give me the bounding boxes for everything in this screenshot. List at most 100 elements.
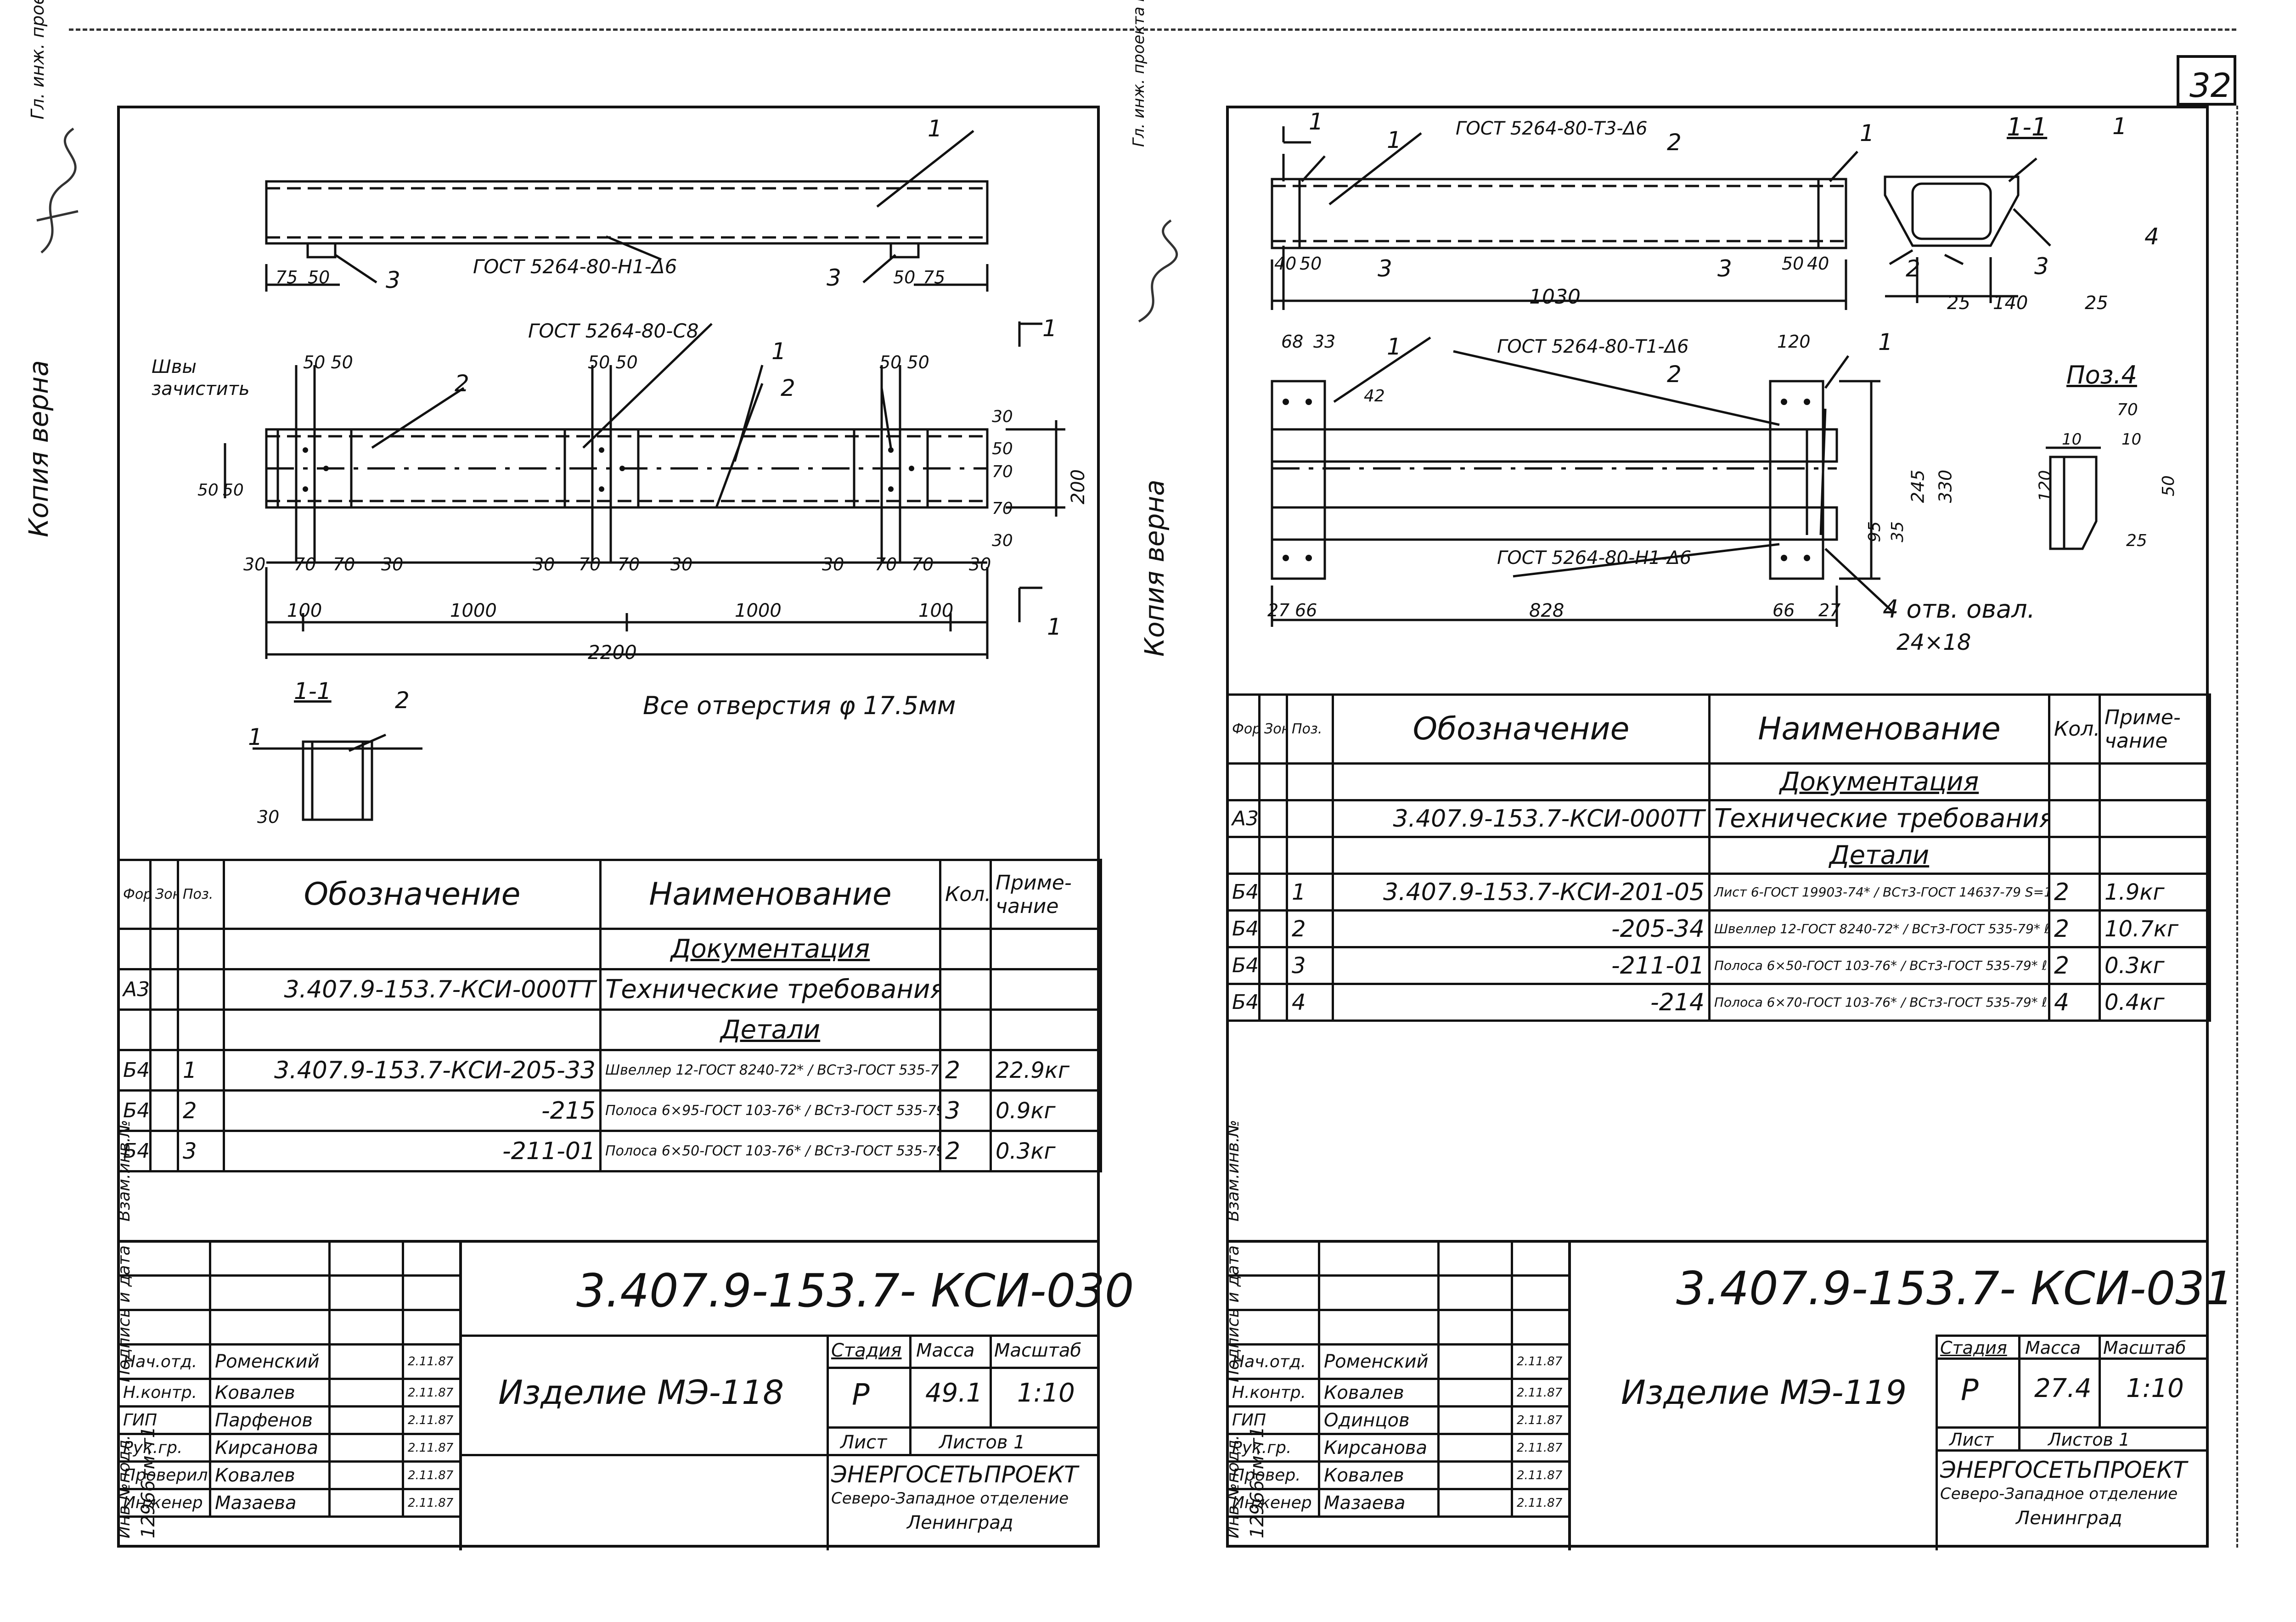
- left-dim-bottom-1: 70: [294, 554, 316, 574]
- page-number: 32: [2189, 66, 2232, 105]
- spec-section-parts: Детали: [1226, 836, 2211, 875]
- right-pos-mark-2: 2: [1667, 129, 1682, 156]
- person-name: Мазаева: [1318, 1488, 1440, 1518]
- table-row: ГИП Парфенов 2.11.87: [117, 1405, 461, 1435]
- table-row: Инженер Мазаева 2.11.87: [1226, 1488, 1570, 1518]
- left-pos-mark-8: 2: [395, 687, 410, 714]
- left-seams-label: Швы зачистить: [152, 356, 250, 400]
- row-name: Полоса 6×50-ГОСТ 103-76* / ВСт3-ГОСТ 535…: [1708, 946, 2050, 985]
- person-name: Мазаева: [209, 1488, 331, 1518]
- table-row: Провер. Ковалев 2.11.87: [1226, 1460, 1570, 1490]
- right-dim-plan-right-1: 330: [1935, 469, 1956, 503]
- row-name: Полоса 6×95-ГОСТ 103-76* / ВСт3-ГОСТ 535…: [599, 1089, 941, 1132]
- person-name: Ковалев: [1318, 1460, 1440, 1490]
- person-signature: [328, 1433, 404, 1463]
- table-row: Б4 3 -211-01 Полоса 6×50-ГОСТ 103-76* / …: [1226, 946, 2211, 985]
- right-mass-label: Масса: [2025, 1338, 2081, 1358]
- person-signature: [328, 1378, 404, 1408]
- left-dim-total: 2200: [588, 641, 637, 664]
- person-signature: [1437, 1343, 1513, 1380]
- right-dim-plan-top-1: 33: [1313, 332, 1336, 352]
- margin-signature-left: [36, 127, 79, 253]
- right-stage: Р: [1961, 1374, 1979, 1408]
- row-note: [990, 968, 1102, 1011]
- header-designation: Обозначение: [1332, 693, 1711, 765]
- margin-signature-right: [1138, 219, 1178, 323]
- left-pos-mark-2: 3: [386, 267, 400, 293]
- right-pos4-dim-0: 70: [2117, 400, 2138, 419]
- right-dim-section-0: 25: [1947, 293, 1970, 314]
- row-designation: 3.407.9-153.7-КСИ-000ТТ: [223, 968, 602, 1011]
- person-name: Ковалев: [1318, 1378, 1440, 1408]
- section-docs-label: Документация: [599, 928, 941, 970]
- right-mass: 27.4: [2034, 1374, 2092, 1403]
- right-stamp-title: Изделие МЭ-119: [1621, 1373, 1907, 1412]
- left-section-label: 1-1: [294, 678, 332, 704]
- row-format: Б4: [1226, 946, 1261, 985]
- row-qty: 3: [939, 1089, 992, 1132]
- row-pos: 1: [177, 1049, 225, 1092]
- person-role: Нач.отд.: [1226, 1343, 1320, 1380]
- left-dim-right-3: 70: [992, 499, 1013, 518]
- spec-header-row: Формат Зона Поз. Обозначение Наименовани…: [117, 859, 1102, 930]
- left-all-holes-note: Все отверстия φ 17.5мм: [643, 691, 956, 720]
- row-format: Б4: [1226, 909, 1261, 948]
- right-pos-mark-1: 1: [1387, 127, 1401, 153]
- table-row: Б4 1 3.407.9-153.7-КСИ-201-05 Лист 6-ГОС…: [1226, 873, 2211, 912]
- row-format: Б4: [1226, 983, 1261, 1022]
- right-stamp-code: 3.407.9-153.7- КСИ-031: [1676, 1262, 2234, 1315]
- table-row: Б4 2 -215 Полоса 6×95-ГОСТ 103-76* / ВСт…: [117, 1089, 1102, 1132]
- left-drawing: [224, 130, 1065, 821]
- left-sheet: [117, 106, 1100, 1548]
- row-qty: 2: [2048, 909, 2101, 948]
- header-format: Формат: [1226, 693, 1261, 765]
- row-designation: -214: [1332, 983, 1711, 1022]
- person-signature: [1437, 1405, 1513, 1435]
- right-dim-plan-right-2: 95: [1865, 521, 1884, 542]
- left-dim-right-0: 30: [992, 407, 1013, 426]
- left-dim-bottom-5: 70: [579, 554, 601, 574]
- section-parts-label: Детали: [1708, 836, 2050, 875]
- right-pos-mark-11: 2: [1667, 361, 1682, 388]
- row-format: А3: [1226, 799, 1261, 838]
- right-pos4-dim-3: 120: [2036, 470, 2055, 502]
- right-pos4-dim-2: 10: [2122, 430, 2142, 449]
- right-dim-plan-bottom-3: 66: [1773, 600, 1795, 620]
- row-designation: 3.407.9-153.7-КСИ-201-05: [1332, 873, 1711, 912]
- header-name: Наименование: [1708, 693, 2050, 765]
- right-drawing: [1271, 126, 2101, 627]
- right-section-label: 1-1: [2007, 113, 2048, 141]
- person-name: Роменский: [1318, 1343, 1440, 1380]
- person-role: Н.контр.: [1226, 1378, 1320, 1408]
- left-dim-left-1: 50: [223, 481, 244, 500]
- right-dim-plan-top-0: 68: [1281, 332, 1304, 352]
- left-side-label-0: Взам.инв.№: [115, 1120, 134, 1222]
- table-row: ГИП Одинцов 2.11.87: [1226, 1405, 1570, 1435]
- row-pos: 3: [1286, 946, 1334, 985]
- header-name: Наименование: [599, 859, 941, 930]
- spec-section-docs: Документация: [117, 928, 1102, 970]
- right-dim-plan-right-3: 35: [1888, 521, 1907, 542]
- row-name: Швеллер 12-ГОСТ 8240-72* / ВСт3-ГОСТ 535…: [1708, 909, 2050, 948]
- left-dim-bottom-8: 30: [822, 554, 844, 574]
- row-qty: 2: [2048, 946, 2101, 985]
- right-sheet-label: Лист: [1949, 1430, 1994, 1450]
- right-gost-mid: ГОСТ 5264-80-Т1-Δ6: [1497, 336, 1689, 357]
- right-dim-top-1: 50: [1300, 253, 1322, 274]
- person-signature: [328, 1488, 404, 1518]
- left-dim-span-2: 1000: [735, 600, 782, 621]
- right-pos4-label: Поз.4: [2066, 360, 2137, 389]
- row-qty: [2048, 799, 2101, 838]
- person-date: 2.11.87: [1511, 1460, 1570, 1490]
- row-qty: 2: [939, 1049, 992, 1092]
- table-row: Рук.гр. Кирсанова 2.11.87: [117, 1433, 461, 1463]
- left-dim-span-0: 100: [287, 600, 322, 621]
- left-pos-mark-4: 1: [771, 338, 786, 365]
- right-org3: Ленинград: [2016, 1508, 2122, 1529]
- right-dim-plan-bottom-2: 828: [1529, 600, 1564, 621]
- header-designation: Обозначение: [223, 859, 602, 930]
- left-scale: 1:10: [1017, 1378, 1075, 1408]
- right-dim-plan-bottom-0: 27: [1267, 600, 1290, 620]
- margin-copy-true-left: Копия верна: [23, 360, 54, 537]
- row-name: Технические требования: [599, 968, 941, 1011]
